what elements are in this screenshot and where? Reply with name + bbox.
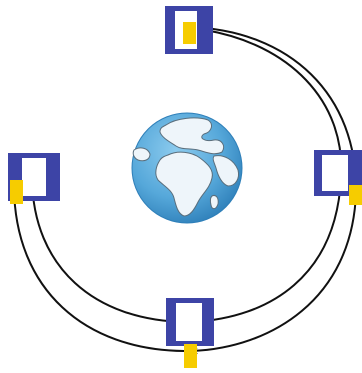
station-top [165,6,213,54]
marker-left [10,180,23,204]
marker-right [349,185,362,205]
earth-globe-icon [132,113,242,223]
arrow-right-to-bottom-outer [192,193,356,351]
station-bottom [166,298,214,368]
station-left [8,153,60,204]
marker-bottom [184,344,197,368]
station-right [314,150,362,205]
marker-top [183,22,196,44]
